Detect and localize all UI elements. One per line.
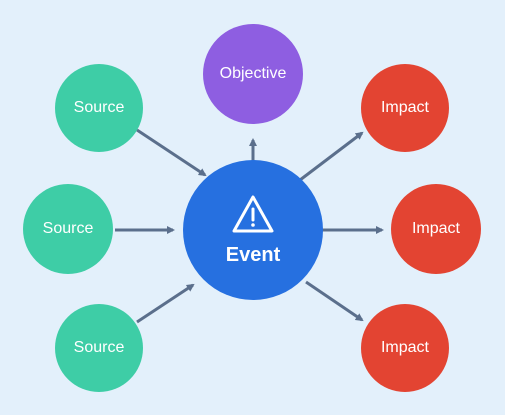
source-node-middle: Source xyxy=(23,184,113,274)
arrow-event-to-impact-bottom xyxy=(305,280,364,322)
impact-node-top: Impact xyxy=(361,64,449,152)
arrow-source-bottom-to-event xyxy=(136,283,195,324)
event-label: Event xyxy=(225,243,281,266)
objective-label: Objective xyxy=(219,65,287,82)
objective-node: Objective xyxy=(203,24,303,124)
impact-label: Impact xyxy=(411,220,460,237)
source-node-bottom: Source xyxy=(55,304,143,392)
warning-triangle-icon xyxy=(232,195,274,232)
event-node: Event xyxy=(183,160,323,300)
source-label: Source xyxy=(73,99,125,116)
impact-node-middle: Impact xyxy=(391,184,481,274)
impact-label: Impact xyxy=(380,339,429,356)
source-label: Source xyxy=(42,220,94,237)
impact-label: Impact xyxy=(380,99,429,116)
source-label: Source xyxy=(73,339,125,356)
arrow-source-top-to-event xyxy=(136,128,207,177)
source-node-top: Source xyxy=(55,64,143,152)
impact-node-bottom: Impact xyxy=(361,304,449,392)
arrow-event-to-impact-top xyxy=(299,131,364,182)
